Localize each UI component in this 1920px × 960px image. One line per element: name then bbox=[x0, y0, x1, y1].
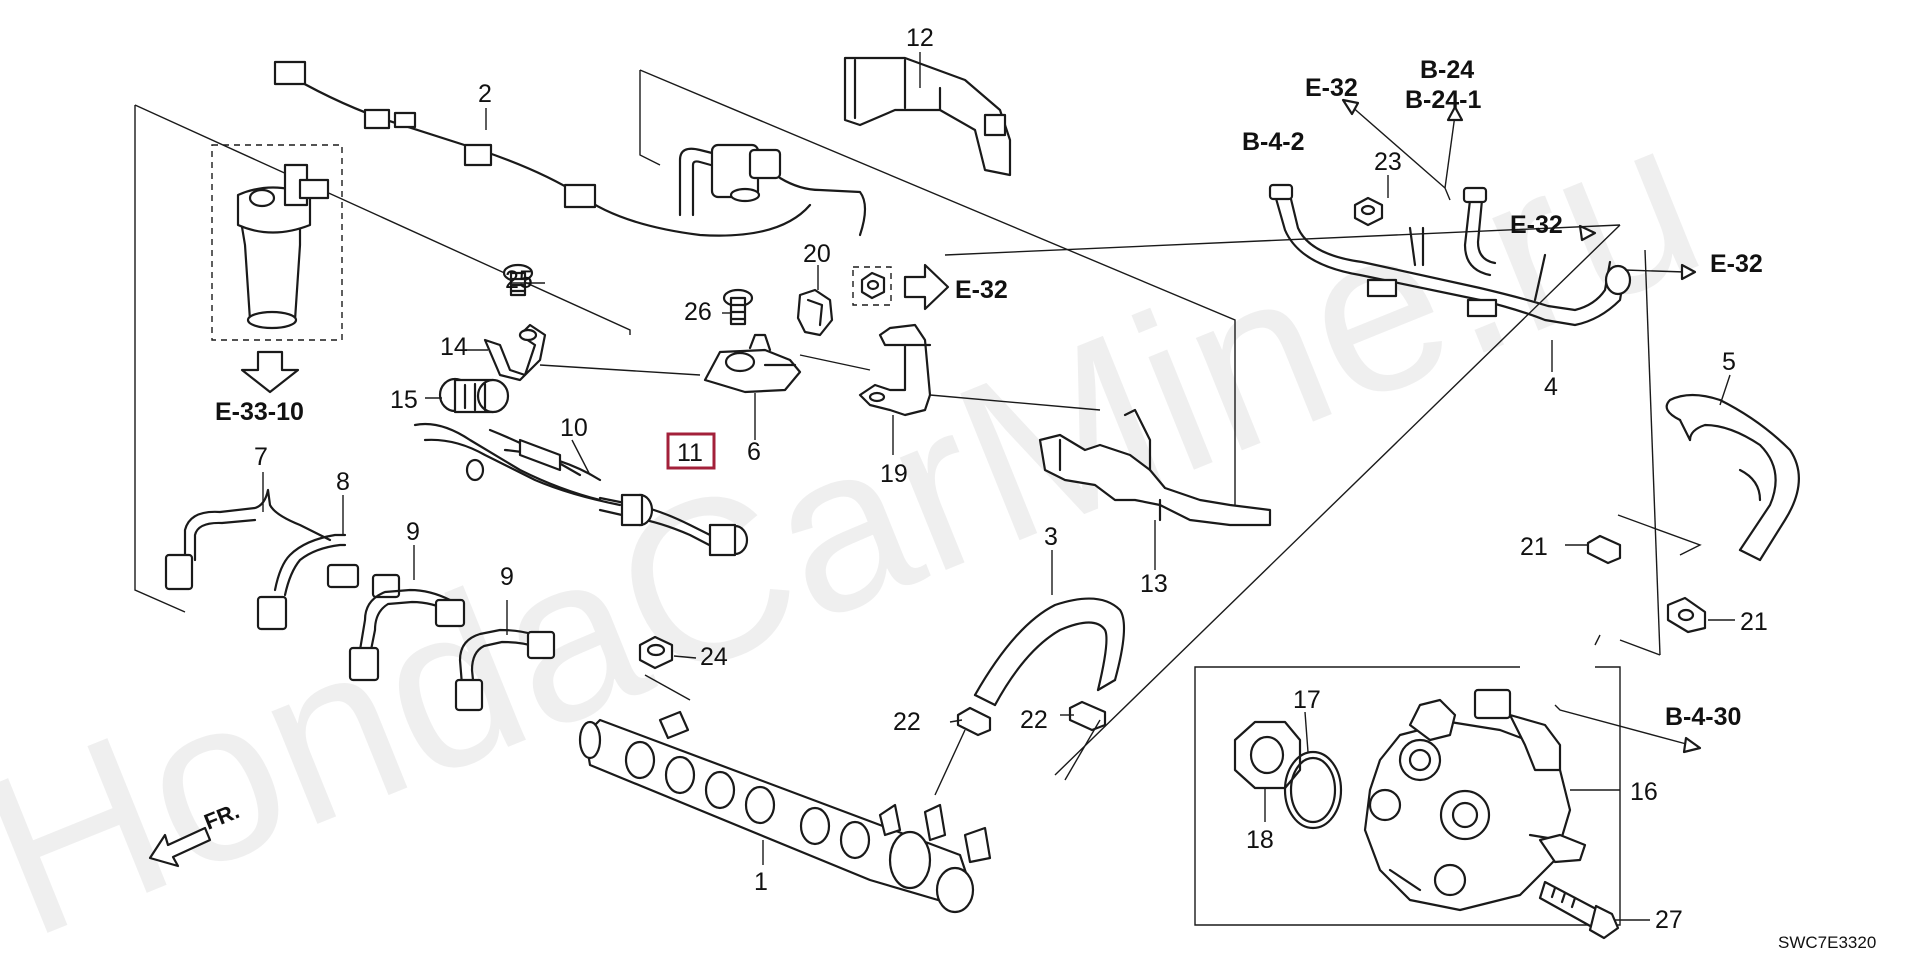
label-16: 16 bbox=[1630, 778, 1658, 806]
injector-pipe-part-9b[interactable] bbox=[454, 628, 556, 712]
label-13: 13 bbox=[1140, 570, 1168, 598]
o-ring-part-17[interactable] bbox=[1283, 750, 1343, 830]
injector-pipe-part-8[interactable] bbox=[256, 533, 401, 631]
sensor-dashed-box bbox=[211, 144, 343, 341]
label-25: 25 bbox=[505, 266, 533, 294]
label-7: 7 bbox=[254, 443, 268, 471]
grommet-part-15[interactable] bbox=[438, 377, 510, 414]
label-11[interactable]: 11 bbox=[677, 439, 703, 467]
engine-cover-part-12[interactable] bbox=[843, 56, 1012, 177]
label-20: 20 bbox=[803, 240, 831, 268]
clip-part-21a[interactable] bbox=[1586, 534, 1622, 565]
ref-e-32-mid[interactable]: E-32 bbox=[955, 276, 1008, 304]
label-18: 18 bbox=[1246, 826, 1274, 854]
ref-e-32-right1[interactable]: E-32 bbox=[1510, 211, 1563, 239]
bolt-part-26[interactable] bbox=[722, 288, 754, 326]
bracket-part-13[interactable] bbox=[1038, 408, 1272, 527]
label-21b: 21 bbox=[1740, 608, 1768, 636]
nut-part-24[interactable] bbox=[638, 635, 674, 670]
bracket-part-6[interactable] bbox=[703, 333, 802, 394]
label-23: 23 bbox=[1374, 148, 1402, 176]
label-24: 24 bbox=[700, 643, 728, 671]
clip-part-22a[interactable] bbox=[956, 706, 992, 737]
highlight-box-11 bbox=[666, 432, 716, 470]
label-22b: 22 bbox=[1020, 706, 1048, 734]
label-3: 3 bbox=[1044, 523, 1058, 551]
front-arrow-icon bbox=[148, 826, 212, 868]
leader-b-4-30 bbox=[1554, 704, 1691, 746]
ref-e-33-10[interactable]: E-33-10 bbox=[215, 398, 304, 426]
down-arrow-icon bbox=[240, 350, 300, 394]
leader-lines bbox=[262, 52, 1735, 921]
arrow-b-4-30-icon bbox=[1682, 736, 1702, 754]
high-pressure-pump-part-16[interactable] bbox=[1363, 688, 1587, 912]
clip-part-21b[interactable] bbox=[1666, 596, 1707, 634]
label-19: 19 bbox=[880, 460, 908, 488]
label-2: 2 bbox=[478, 80, 492, 108]
ref-b-4-2[interactable]: B-4-2 bbox=[1242, 128, 1305, 156]
label-17: 17 bbox=[1293, 686, 1321, 714]
nut-dashed-box bbox=[852, 266, 892, 306]
ref-e-32-top[interactable]: E-32 bbox=[1305, 74, 1358, 102]
label-10: 10 bbox=[560, 414, 588, 442]
clip-part-20[interactable] bbox=[796, 288, 834, 337]
wire-harness-part-2[interactable] bbox=[273, 60, 812, 237]
label-6: 6 bbox=[747, 438, 761, 466]
diagram-code: SWC7E3320 bbox=[1778, 933, 1876, 952]
label-5: 5 bbox=[1722, 348, 1736, 376]
ref-b-24[interactable]: B-24 bbox=[1420, 56, 1474, 84]
fuel-rail-part-1[interactable] bbox=[578, 710, 992, 914]
label-22a: 22 bbox=[893, 708, 921, 736]
hose-part-5[interactable] bbox=[1665, 393, 1800, 562]
label-21a: 21 bbox=[1520, 533, 1548, 561]
nut-part-23[interactable] bbox=[1353, 196, 1384, 227]
lock-nut-part-18[interactable] bbox=[1233, 720, 1302, 790]
label-15: 15 bbox=[390, 386, 418, 414]
injector-pipe-part-9a[interactable] bbox=[348, 588, 466, 682]
label-26: 26 bbox=[684, 298, 712, 326]
vapor-valve-part[interactable] bbox=[678, 143, 867, 237]
wire-harness-part-10[interactable] bbox=[413, 422, 622, 507]
bolt-part-27[interactable] bbox=[1538, 880, 1620, 940]
label-9a: 9 bbox=[406, 518, 420, 546]
fuel-line-part-11[interactable] bbox=[598, 493, 749, 557]
fuel-pipe-part-4[interactable] bbox=[1268, 183, 1632, 327]
ref-e-32-right2[interactable]: E-32 bbox=[1710, 250, 1763, 278]
part-number-labels: 2 12 25 14 15 26 6 20 19 10 11 13 7 8 9 … bbox=[254, 24, 1768, 934]
pump-frame-box bbox=[1194, 666, 1621, 926]
label-9b: 9 bbox=[500, 563, 514, 591]
clip-part-22b[interactable] bbox=[1068, 700, 1107, 732]
bracket-part-14[interactable] bbox=[483, 323, 547, 382]
right-arrow-icon bbox=[903, 263, 950, 311]
hose-part-3[interactable] bbox=[973, 597, 1126, 707]
fuel-sensor-part[interactable] bbox=[236, 163, 330, 330]
ref-arrows-top-right bbox=[1341, 98, 1697, 281]
label-8: 8 bbox=[336, 468, 350, 496]
bracket-part-19[interactable] bbox=[858, 323, 932, 417]
injector-pipe-part-7[interactable] bbox=[164, 488, 332, 591]
nut-part-dashed[interactable] bbox=[860, 271, 886, 300]
ref-b-4-30[interactable]: B-4-30 bbox=[1665, 703, 1741, 731]
bolt-part-25[interactable] bbox=[502, 263, 534, 297]
ref-b-24-1[interactable]: B-24-1 bbox=[1405, 86, 1482, 114]
label-12: 12 bbox=[906, 24, 934, 52]
label-27: 27 bbox=[1655, 906, 1683, 934]
label-4: 4 bbox=[1544, 373, 1558, 401]
label-1: 1 bbox=[754, 868, 768, 896]
leader-21 bbox=[1617, 514, 1702, 556]
label-14: 14 bbox=[440, 333, 468, 361]
